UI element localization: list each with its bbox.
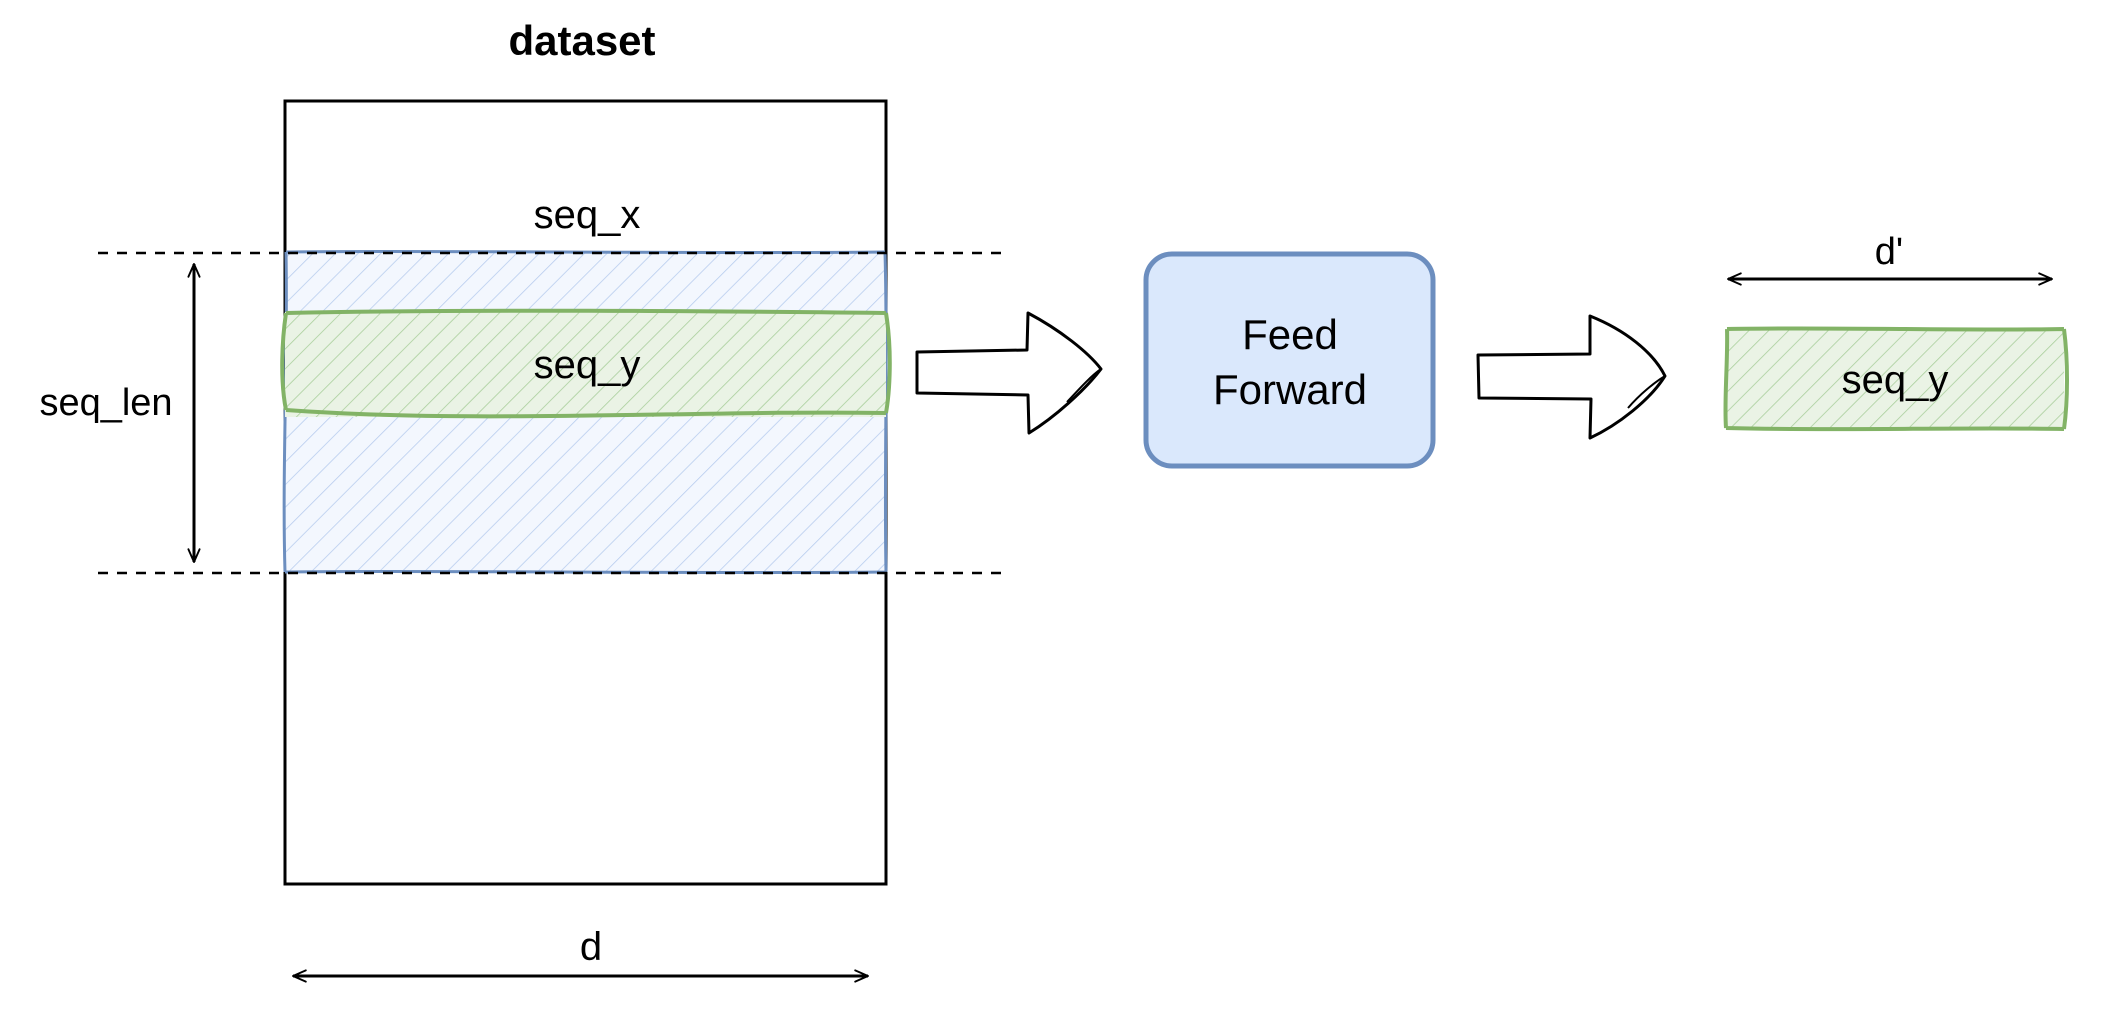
- seq-y-label: seq_y: [534, 343, 641, 387]
- feed-forward-label-line2: Forward: [1213, 366, 1367, 413]
- d-prime-label: d': [1875, 231, 1903, 273]
- feed-forward-block: Feed Forward: [1143, 251, 1436, 469]
- d-label: d: [580, 925, 602, 969]
- feed-forward-label-line1: Feed: [1242, 311, 1338, 358]
- output-seq-y-box: seq_y: [1723, 326, 2069, 432]
- flow-arrow-icon: [1476, 314, 1667, 440]
- diagram-title: dataset: [508, 17, 655, 64]
- output-seq-y-label: seq_y: [1842, 358, 1949, 402]
- seq-y-band: [280, 308, 892, 419]
- seq-x-label: seq_x: [534, 193, 641, 237]
- seq-len-label: seq_len: [39, 382, 172, 424]
- flow-arrow-icon: [915, 311, 1103, 435]
